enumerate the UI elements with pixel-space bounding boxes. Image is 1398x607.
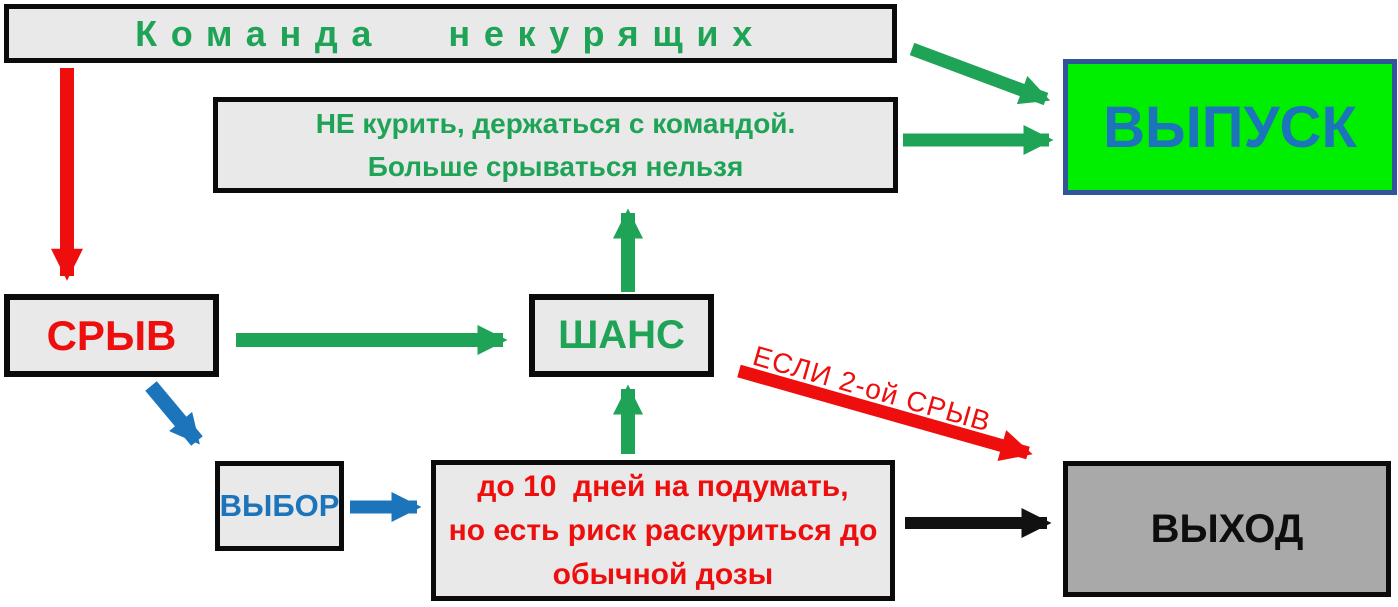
node-chance-label: ШАНС	[558, 313, 685, 357]
arrow-if-second-relapse-to-exit	[737, 364, 1033, 461]
node-rule-text: НЕ курить, держаться с командой. Больше …	[315, 108, 796, 182]
node-graduation-label: ВЫПУСК	[1103, 94, 1357, 160]
arrow-relapse-to-choice	[145, 381, 203, 446]
arrow-team-to-graduation	[909, 42, 1051, 106]
node-team-label: Команда некурящих	[135, 12, 766, 54]
node-relapse-label: СРЫВ	[46, 311, 177, 359]
node-rule: НЕ курить, держаться с командой. Больше …	[213, 97, 898, 193]
node-choice-label: ВЫБОР	[219, 488, 340, 523]
node-think-text: до 10 дней на подумать, но есть риск рас…	[448, 469, 878, 591]
node-chance: ШАНС	[529, 294, 714, 377]
node-relapse: СРЫВ	[4, 294, 219, 377]
node-graduation: ВЫПУСК	[1063, 59, 1397, 195]
node-choice: ВЫБОР	[215, 461, 344, 551]
node-exit-label: ВЫХОД	[1150, 506, 1304, 551]
node-team: Команда некурящих	[4, 4, 897, 63]
node-exit: ВЫХОД	[1063, 461, 1391, 597]
node-think: до 10 дней на подумать, но есть риск рас…	[431, 460, 895, 601]
